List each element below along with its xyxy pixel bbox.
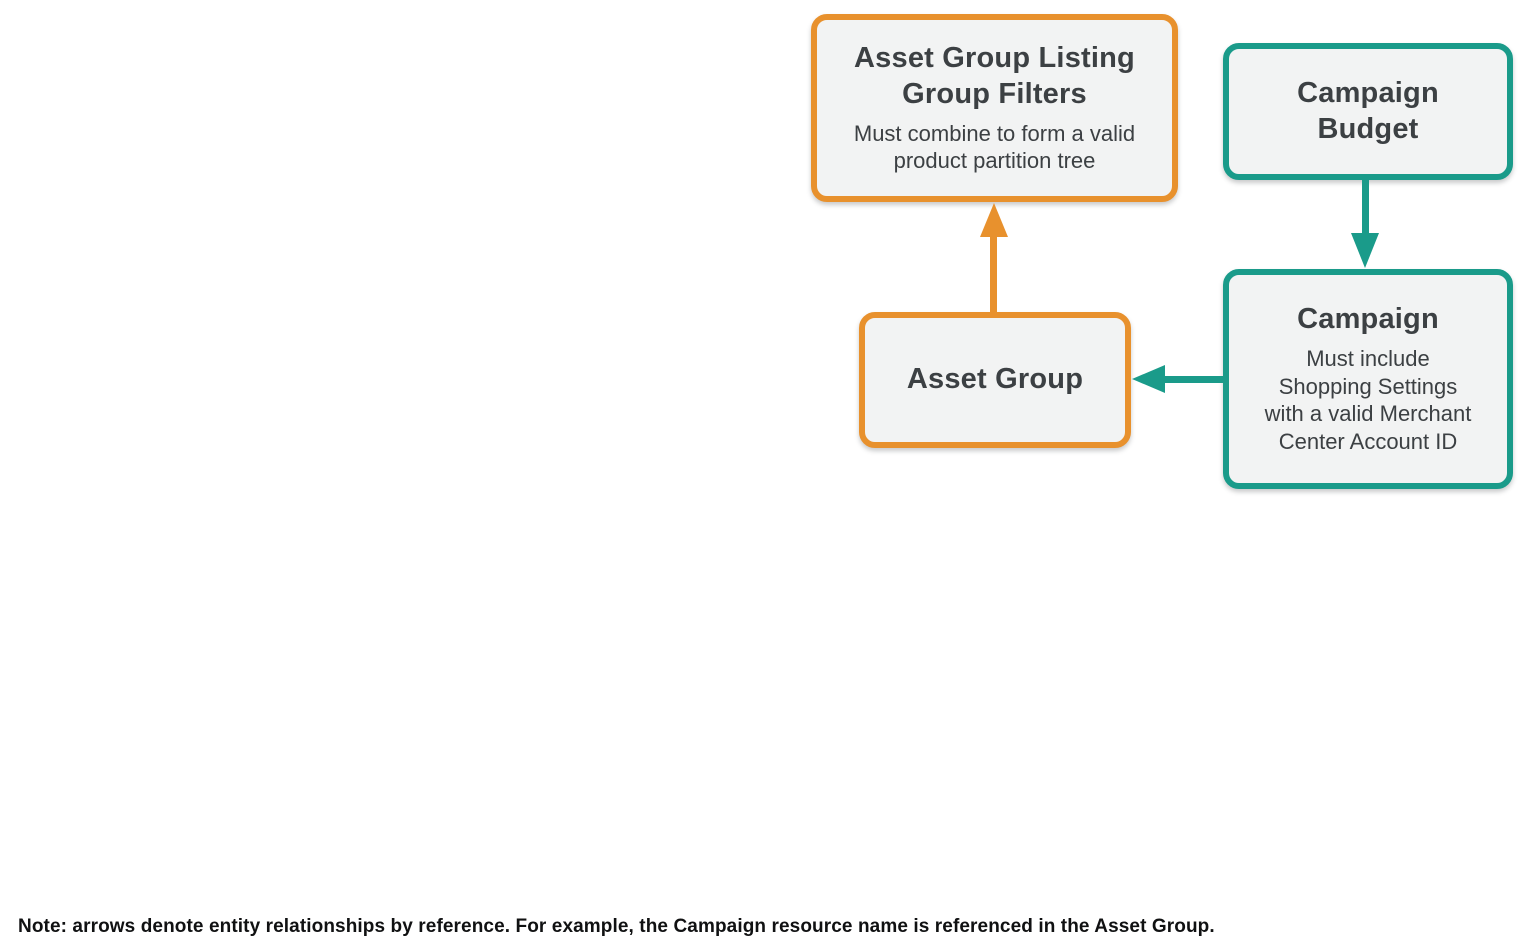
node-title: Campaign — [1297, 302, 1439, 335]
node-asset-group: Asset Group — [859, 312, 1131, 448]
node-asset-group-listing-group-filters: Asset Group Listing Group Filters Must c… — [811, 14, 1178, 202]
arrow-shaft — [1163, 376, 1223, 383]
arrow-head-left-icon — [1132, 365, 1165, 393]
node-subtitle: Must include Shopping Settings with a va… — [1264, 345, 1472, 455]
node-title: Asset Group — [906, 363, 1084, 396]
node-title: Asset Group Listing Group Filters — [854, 41, 1135, 110]
arrow-shaft — [990, 234, 997, 312]
node-campaign-budget: Campaign Budget — [1223, 43, 1513, 180]
arrow-shaft — [1362, 180, 1369, 234]
node-campaign: Campaign Must include Shopping Settings … — [1223, 269, 1513, 489]
footnote: Note: arrows denote entity relationships… — [18, 916, 1215, 937]
node-title: Campaign Budget — [1297, 76, 1439, 145]
arrow-head-down-icon — [1351, 233, 1379, 268]
arrow-head-up-icon — [980, 203, 1008, 237]
node-subtitle: Must combine to form a valid product par… — [853, 120, 1136, 174]
